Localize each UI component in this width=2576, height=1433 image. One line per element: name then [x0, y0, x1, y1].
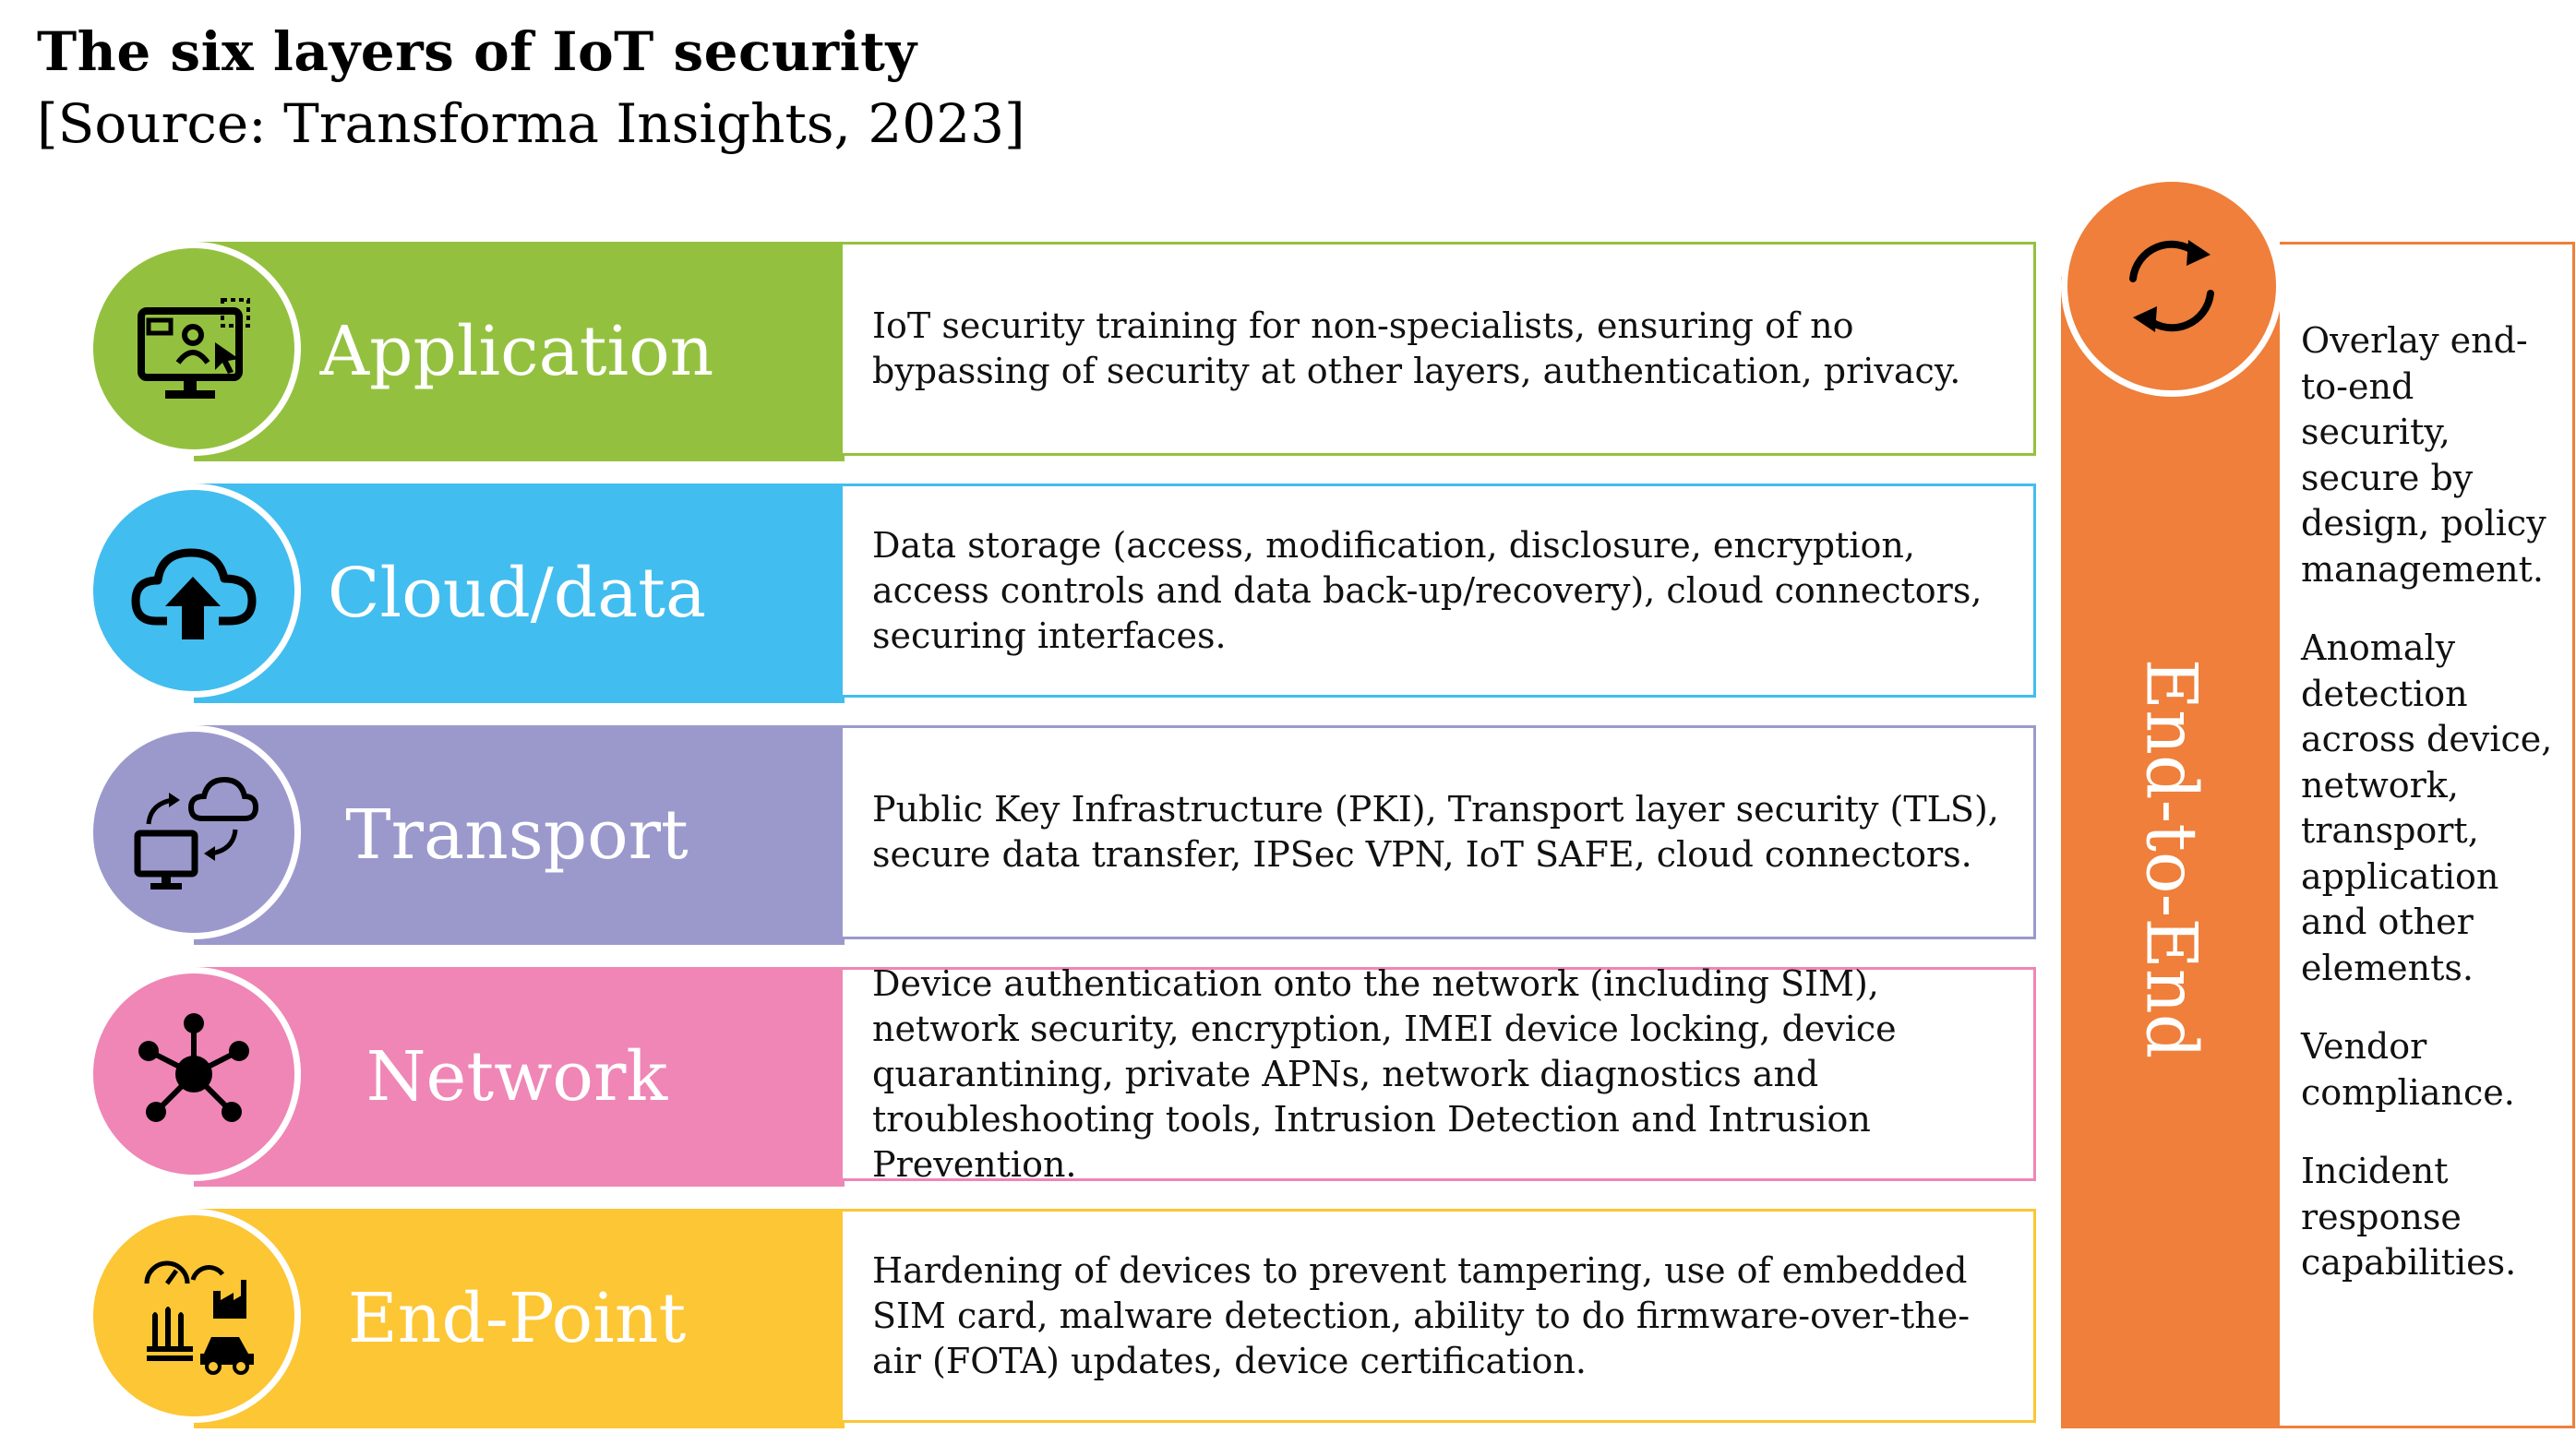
layer-description: Data storage (access, modification, disc…: [840, 484, 2036, 698]
layer-transport: Public Key Infrastructure (PKI), Transpo…: [0, 725, 2044, 945]
layer-label: Application: [319, 312, 714, 391]
layer-band: [194, 242, 845, 461]
monitor-user-icon: [87, 242, 301, 456]
layer-band: [194, 1209, 845, 1428]
end-to-end-description: Overlay end-to-end security, secure by d…: [2280, 242, 2575, 1428]
end-to-end-label-text: End-to-End: [2130, 658, 2213, 1058]
end-to-end-band: [2061, 277, 2282, 1428]
layer-band: [194, 484, 845, 703]
layer-description: Device authentication onto the network (…: [840, 963, 2036, 1185]
end-to-end-label: End-to-End: [2061, 646, 2282, 1070]
layer-label: Transport: [345, 795, 689, 875]
layer-description: Public Key Infrastructure (PKI), Transpo…: [840, 725, 2036, 939]
layer-label: End-Point: [347, 1279, 687, 1358]
page-title: The six layers of IoT security: [37, 20, 917, 83]
layer-description: Hardening of devices to prevent tamperin…: [840, 1209, 2036, 1423]
cycle-arrows-icon: [2061, 175, 2282, 397]
layer-cloud-data: Data storage (access, modification, disc…: [0, 484, 2044, 703]
end-to-end-item: Anomaly detection across device, network…: [2301, 627, 2553, 988]
layer-label: Cloud/data: [327, 554, 707, 633]
end-to-end-item: Incident response capabilities.: [2301, 1151, 2517, 1283]
end-to-end-item: Vendor compliance.: [2301, 1026, 2515, 1113]
cloud-upload-icon: [87, 484, 301, 698]
page-subtitle: [Source: Transforma Insights, 2023]: [37, 92, 1025, 155]
network-hub-icon: [87, 967, 301, 1181]
layer-band: [194, 725, 845, 945]
devices-icon: [87, 1209, 301, 1423]
layer-label: Network: [365, 1037, 668, 1117]
layer-description: IoT security training for non-specialist…: [840, 242, 2036, 456]
end-to-end-item: Overlay end-to-end security, secure by d…: [2301, 320, 2546, 590]
cloud-transfer-icon: [87, 725, 301, 939]
layer-network: Device authentication onto the network (…: [0, 963, 2044, 1187]
layer-end-point: Hardening of devices to prevent tamperin…: [0, 1209, 2044, 1428]
layer-band: [194, 967, 845, 1187]
layer-application: IoT security training for non-specialist…: [0, 242, 2044, 461]
